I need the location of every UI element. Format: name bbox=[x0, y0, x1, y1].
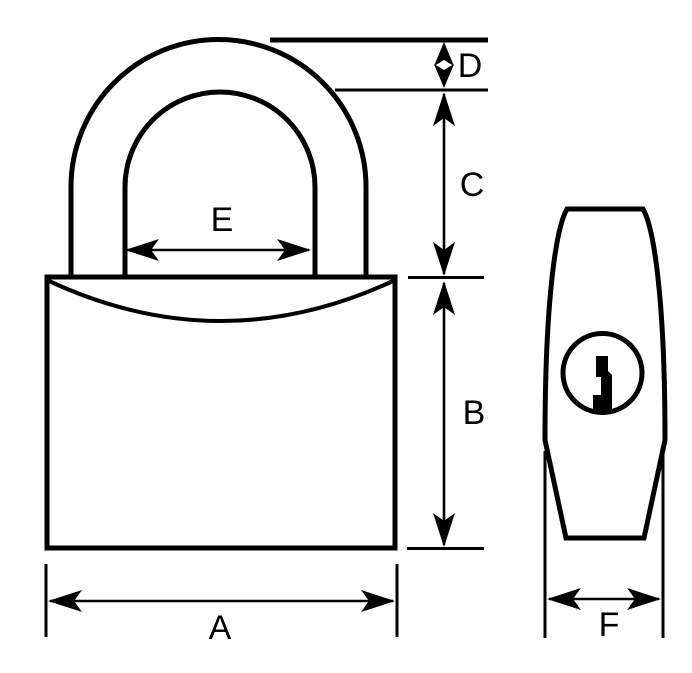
dimension-d: D bbox=[270, 37, 488, 92]
shackle-outer-outline bbox=[68, 37, 369, 277]
dimension-b: B bbox=[407, 276, 486, 550]
dimension-c-label: C bbox=[460, 166, 485, 204]
dimension-a-arrowhead-left bbox=[48, 590, 82, 612]
dimension-a-arrowhead-right bbox=[361, 590, 395, 612]
dimension-b-label: B bbox=[463, 394, 486, 432]
dimension-d-label: D bbox=[458, 47, 483, 85]
dimension-e-arrowhead-left bbox=[125, 239, 159, 261]
dimension-f-label: F bbox=[599, 606, 620, 644]
dimension-e: E bbox=[125, 201, 311, 261]
dimension-f: F bbox=[543, 451, 665, 644]
dimension-b-arrowhead-up bbox=[433, 281, 455, 315]
dimension-a-label: A bbox=[209, 609, 232, 647]
padlock-side-view bbox=[542, 206, 668, 541]
padlock-front-view bbox=[44, 37, 398, 551]
padlock-body-outline bbox=[44, 274, 398, 551]
dimension-e-arrowhead-right bbox=[277, 239, 311, 261]
dimension-f-arrowhead-right bbox=[627, 588, 661, 610]
body-shoulder-curve bbox=[48, 279, 394, 323]
dimension-a: A bbox=[44, 564, 399, 647]
shackle-inner-outline bbox=[122, 89, 318, 277]
dimension-d-arrowhead-up bbox=[434, 42, 454, 66]
dimension-e-label: E bbox=[211, 201, 234, 239]
dimension-f-arrowhead-left bbox=[547, 588, 581, 610]
dimension-b-arrowhead-down bbox=[433, 513, 455, 547]
dimension-c-arrowhead-up bbox=[433, 92, 455, 126]
key-icon bbox=[593, 356, 612, 413]
dimension-c-arrowhead-down bbox=[433, 242, 455, 276]
dimension-c: C bbox=[433, 92, 484, 276]
dimension-d-arrowhead-down bbox=[434, 64, 454, 88]
